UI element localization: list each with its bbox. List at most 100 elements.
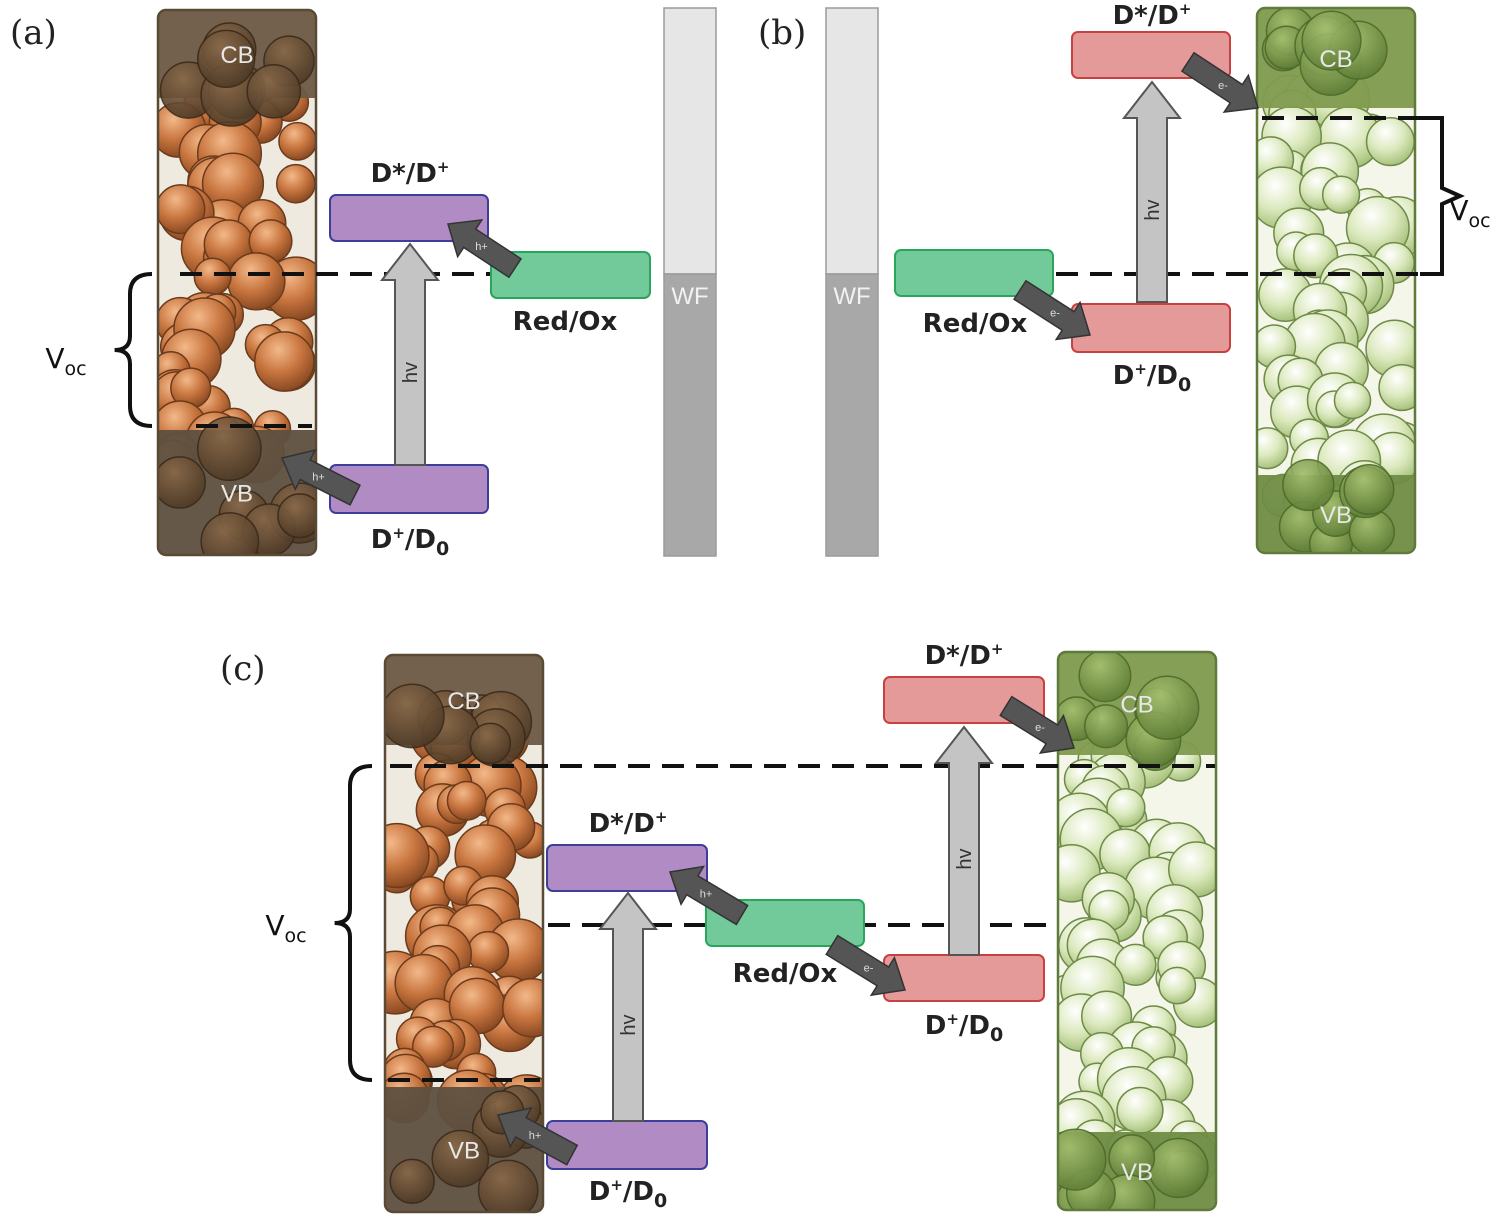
panel-b-n-semiconductor: CB VB bbox=[1255, 6, 1417, 555]
panel-c-voc-label: Voc bbox=[265, 909, 306, 947]
panel-b-ground-label: D+/D0 bbox=[1113, 360, 1191, 396]
panel-c-p-excited-label: D*/D+ bbox=[589, 808, 668, 839]
carrier-label: h+ bbox=[475, 241, 488, 253]
panel-b-wf-bar: WF bbox=[825, 7, 879, 557]
panel-c-p-ground-label: D+/D0 bbox=[589, 1176, 667, 1212]
panel-c-letter: (c) bbox=[220, 649, 266, 689]
vb-label: VB bbox=[1320, 502, 1352, 529]
panel-c-n-ground-level bbox=[883, 954, 1045, 1002]
panel-b-electron-regeneration: e- bbox=[1013, 279, 1091, 341]
panel-a-hole-transfer: h+ bbox=[447, 218, 523, 279]
panel-b-voc-label: Voc bbox=[1449, 194, 1490, 232]
panel-a-redox-level bbox=[490, 251, 651, 299]
particle bbox=[1106, 788, 1146, 828]
particle bbox=[1078, 652, 1132, 703]
arrow-shape bbox=[825, 934, 906, 997]
particle bbox=[1333, 381, 1372, 420]
carrier-label: e- bbox=[864, 963, 874, 975]
hv-arrow-shape bbox=[933, 725, 995, 956]
particle bbox=[1301, 10, 1362, 71]
particle bbox=[1365, 117, 1415, 167]
panel-a-hv-arrow: hv bbox=[379, 242, 441, 466]
panel-a-voc-label: Voc bbox=[45, 342, 86, 380]
particle bbox=[389, 1158, 435, 1204]
panel-c-n-ground-label: D+/D0 bbox=[925, 1010, 1003, 1046]
particle bbox=[278, 121, 316, 161]
panel-b-voc-brace bbox=[1420, 116, 1465, 276]
vb-label: VB bbox=[448, 1138, 480, 1165]
arrow-shape bbox=[496, 1106, 579, 1166]
panel-c-n-hv-arrow: hv bbox=[933, 725, 995, 956]
arrow-shape bbox=[280, 449, 361, 506]
panel-b-redox-label: Red/Ox bbox=[923, 309, 1028, 339]
particle bbox=[1378, 363, 1415, 412]
particle bbox=[246, 64, 302, 119]
particle bbox=[1083, 704, 1129, 749]
arrow-shape bbox=[1180, 51, 1259, 114]
arrow-shape bbox=[999, 695, 1075, 755]
wf-top bbox=[663, 7, 717, 275]
panel-a-excited-label: D*/D+ bbox=[371, 158, 450, 189]
particle bbox=[385, 683, 445, 749]
particle bbox=[197, 29, 256, 88]
panel-a-voc-brace bbox=[114, 272, 153, 428]
arrow-shape bbox=[447, 218, 523, 279]
panel-c-redox-level bbox=[705, 899, 865, 947]
panel-c-hole-injection: h+ bbox=[496, 1106, 579, 1166]
particle bbox=[1321, 175, 1361, 214]
panel-c-hole-transfer: h+ bbox=[669, 865, 749, 926]
hv-label: hv bbox=[618, 1014, 640, 1035]
cb-label: CB bbox=[1120, 692, 1153, 719]
cb-label: CB bbox=[1319, 46, 1352, 73]
particle bbox=[431, 1129, 490, 1188]
hv-label: hv bbox=[400, 362, 422, 383]
panel-b-excited-label: D*/D+ bbox=[1113, 0, 1192, 31]
particle bbox=[1343, 464, 1395, 516]
particle bbox=[1282, 458, 1335, 512]
cb-label: CB bbox=[447, 688, 480, 715]
cb-label: CB bbox=[220, 42, 253, 69]
panel-c-voc-brace bbox=[334, 764, 373, 1082]
wf-label: WF bbox=[833, 283, 870, 310]
particle bbox=[502, 977, 543, 1038]
particle bbox=[253, 331, 315, 392]
carrier-label: h+ bbox=[700, 889, 713, 901]
work-function-layers: WF WF bbox=[663, 7, 879, 557]
layer-border bbox=[156, 8, 318, 557]
particle bbox=[477, 1159, 539, 1212]
dye-levels bbox=[329, 31, 1231, 1170]
particle bbox=[1158, 966, 1197, 1005]
particle bbox=[1058, 1128, 1107, 1191]
particle bbox=[469, 722, 512, 765]
carrier-label: e- bbox=[1035, 722, 1045, 734]
wf-top bbox=[825, 7, 879, 275]
particle bbox=[385, 822, 430, 889]
arrow-shape bbox=[669, 865, 749, 926]
carrier-label: e- bbox=[1050, 308, 1060, 320]
particle bbox=[1148, 1137, 1209, 1199]
panel-a-wf-bar: WF bbox=[663, 7, 717, 557]
vb-label: VB bbox=[221, 481, 253, 508]
particle bbox=[275, 163, 316, 204]
layer-border bbox=[1056, 650, 1218, 1212]
panel-b-ground-level bbox=[1071, 303, 1231, 353]
panel-a-p-semiconductor: CB VB bbox=[156, 8, 318, 557]
arrow-shape bbox=[1013, 279, 1091, 341]
panel-b-hv-arrow: hv bbox=[1121, 80, 1183, 303]
panel-c-p-semiconductor: CB VB bbox=[383, 653, 545, 1214]
layer-border bbox=[1255, 6, 1417, 555]
wf-bottom bbox=[663, 273, 717, 557]
hv-arrow-shape bbox=[379, 242, 441, 466]
level-labels: D*/D+D+/D0Red/OxVocD*/D+D+/D0Red/OxVocD*… bbox=[45, 0, 1490, 1212]
particle bbox=[158, 456, 206, 509]
panel-a-redox-label: Red/Ox bbox=[513, 307, 618, 337]
hv-label: hv bbox=[1142, 199, 1164, 220]
carrier-label: e- bbox=[1218, 80, 1228, 92]
panel-a-letter: (a) bbox=[10, 13, 57, 53]
panel-c-electron-regeneration: e- bbox=[825, 934, 906, 997]
particle bbox=[158, 184, 206, 235]
carrier-label: h+ bbox=[529, 1130, 542, 1142]
particle bbox=[277, 493, 316, 539]
